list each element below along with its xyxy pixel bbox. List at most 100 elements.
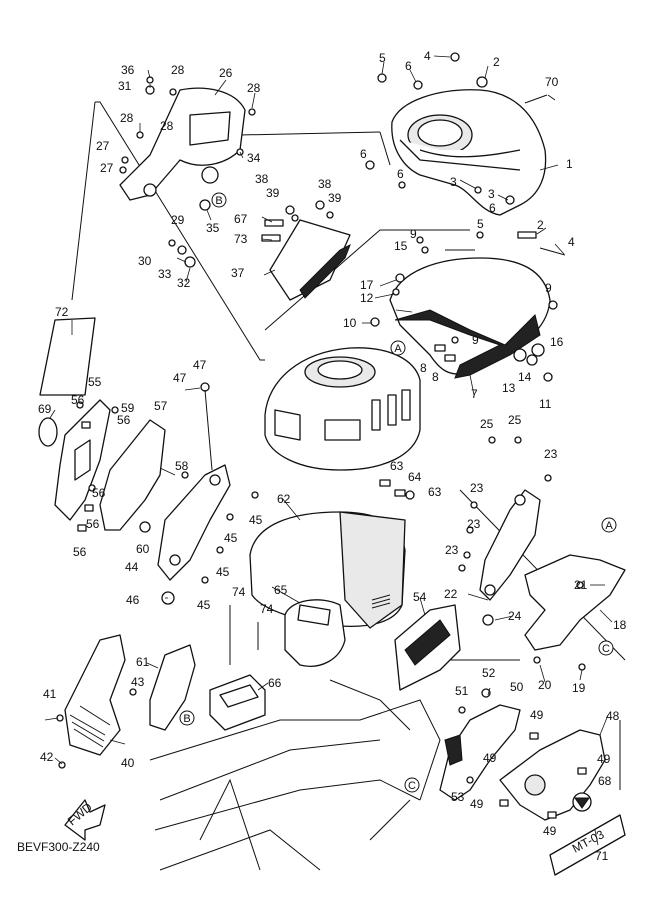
callout-label: 70 bbox=[545, 75, 559, 89]
callout-label: 9 bbox=[545, 281, 552, 295]
callout-label: 8 bbox=[420, 361, 427, 375]
callout-label: 4 bbox=[424, 49, 431, 63]
callout-label: 45 bbox=[197, 598, 211, 612]
reference-letter: A bbox=[605, 520, 613, 532]
callout-label: 46 bbox=[126, 593, 140, 607]
callout-label: 52 bbox=[482, 666, 496, 680]
callout-label: 53 bbox=[451, 790, 465, 804]
bracket-part-22 bbox=[479, 489, 541, 601]
decal-sheet-part-72 bbox=[39, 317, 96, 396]
decal-part-70 bbox=[524, 94, 548, 104]
callout-label: 57 bbox=[154, 399, 168, 413]
callout-label: 38 bbox=[255, 172, 269, 186]
callout-label: 58 bbox=[175, 459, 189, 473]
radiator-cover-part-40 bbox=[64, 634, 126, 756]
callout-label: 5 bbox=[379, 51, 386, 65]
callout-label: 4 bbox=[568, 235, 575, 249]
callout-label: 49 bbox=[597, 752, 611, 766]
leader-lines bbox=[44, 55, 613, 846]
callout-label: 9 bbox=[472, 333, 479, 347]
callout-label: 56 bbox=[73, 545, 87, 559]
reference-letter: C bbox=[408, 780, 416, 792]
callout-label: 3 bbox=[450, 175, 457, 189]
callout-label: 10 bbox=[343, 316, 357, 330]
seal-ring-part-69 bbox=[38, 417, 58, 447]
tank-side-cover-part-7 bbox=[389, 257, 551, 379]
callout-label: 44 bbox=[125, 560, 139, 574]
guard-part-65 bbox=[284, 599, 346, 667]
callout-label: 74 bbox=[232, 585, 246, 599]
callout-label: 72 bbox=[55, 305, 69, 319]
callout-label: 39 bbox=[328, 191, 342, 205]
tank-cover-part-1 bbox=[391, 89, 547, 216]
callout-label: 11 bbox=[539, 397, 552, 411]
callout-label: 15 bbox=[394, 239, 408, 253]
callout-label: 66 bbox=[268, 676, 282, 690]
battery-box-part-66 bbox=[209, 674, 266, 731]
callout-label: 12 bbox=[360, 291, 374, 305]
callout-label: 1 bbox=[566, 157, 573, 171]
diagram-code: BEVF300-Z240 bbox=[17, 840, 100, 854]
callout-label: 31 bbox=[118, 79, 132, 93]
callout-label: 49 bbox=[543, 824, 557, 838]
callout-label: 20 bbox=[538, 678, 552, 692]
reference-mark-c: C bbox=[598, 640, 614, 656]
side-cover-part-18 bbox=[524, 554, 626, 651]
reference-mark-b: B bbox=[179, 710, 195, 726]
fwd-direction-arrow: FWD bbox=[64, 799, 106, 841]
callout-label: 59 bbox=[121, 401, 135, 415]
callout-label: 74 bbox=[260, 602, 274, 616]
callout-label: 6 bbox=[489, 201, 496, 215]
radiator-fins bbox=[69, 705, 111, 748]
callout-label: 34 bbox=[247, 151, 261, 165]
callout-label: 28 bbox=[160, 119, 174, 133]
side-panel-part-54 bbox=[394, 604, 461, 691]
callout-label: 65 bbox=[274, 583, 288, 597]
callout-label: 39 bbox=[266, 186, 280, 200]
callout-label: 45 bbox=[216, 565, 230, 579]
callout-label: 3 bbox=[488, 187, 495, 201]
callout-label: 5 bbox=[477, 217, 484, 231]
callout-label: 49 bbox=[470, 797, 484, 811]
callout-label: 56 bbox=[71, 393, 85, 407]
air-duct-part-37 bbox=[269, 219, 351, 301]
callout-label: 14 bbox=[518, 370, 532, 384]
callout-label: 18 bbox=[613, 618, 627, 632]
callout-label: 2 bbox=[537, 218, 544, 232]
callout-label: 2 bbox=[493, 55, 500, 69]
callout-label: 33 bbox=[158, 267, 172, 281]
cover-part-61 bbox=[149, 644, 196, 731]
callout-label: 50 bbox=[510, 680, 524, 694]
callout-label: 29 bbox=[171, 213, 185, 227]
callout-label: 22 bbox=[444, 587, 458, 601]
callout-label: 23 bbox=[445, 543, 459, 557]
callout-label: 6 bbox=[405, 59, 412, 73]
callout-label: 19 bbox=[572, 681, 586, 695]
callout-label: 16 bbox=[550, 335, 564, 349]
callout-label: 7 bbox=[471, 387, 478, 401]
callout-label: 55 bbox=[88, 375, 102, 389]
callout-label: 35 bbox=[206, 221, 220, 235]
callout-label: 63 bbox=[428, 485, 442, 499]
callout-label: 62 bbox=[277, 492, 291, 506]
vent-slats bbox=[371, 594, 391, 609]
fuel-tank bbox=[264, 347, 421, 471]
bracket-part-44 bbox=[157, 464, 231, 581]
callout-label: 51 bbox=[455, 684, 469, 698]
callout-label: 48 bbox=[606, 709, 620, 723]
left-side-cover-part-55 bbox=[54, 399, 111, 521]
callout-label: 38 bbox=[318, 177, 332, 191]
upper-bracket-part-26 bbox=[119, 87, 246, 201]
callout-label: 67 bbox=[234, 212, 248, 226]
callout-label: 25 bbox=[508, 413, 522, 427]
callout-label: 56 bbox=[92, 486, 106, 500]
reference-letter: C bbox=[602, 643, 610, 655]
callout-label: 21 bbox=[574, 578, 588, 592]
callout-label: 9 bbox=[410, 227, 417, 241]
callout-label: 6 bbox=[360, 147, 367, 161]
reference-letter: B bbox=[215, 195, 222, 207]
callout-label: 32 bbox=[177, 276, 191, 290]
callout-label: 23 bbox=[467, 517, 481, 531]
callout-label: 71 bbox=[595, 849, 609, 863]
